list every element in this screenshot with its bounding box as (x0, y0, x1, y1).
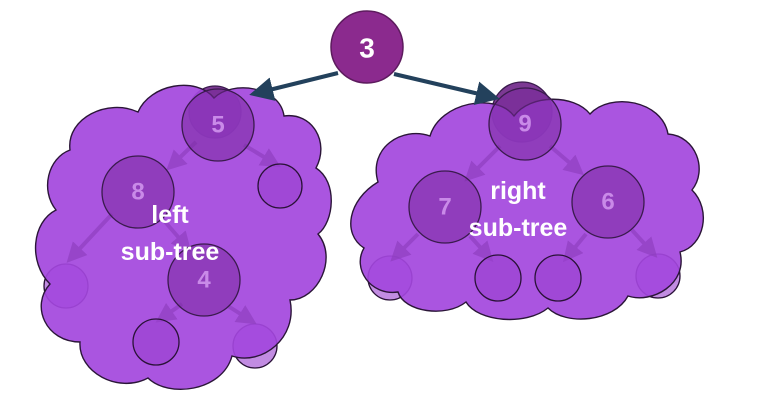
root-edge-left (249, 71, 339, 101)
right-edge-6-leafR (630, 228, 658, 258)
right-node-9 (488, 87, 562, 161)
right-edge-7-leafR (468, 234, 494, 262)
left-subtree-caption-line1: left (151, 201, 189, 229)
right-node-6 (571, 165, 645, 239)
right-edge-9-7 (464, 144, 502, 182)
root-node: 3 (330, 10, 404, 84)
left-edge-8-leaf (66, 212, 114, 263)
right-edge-7-leafL (390, 232, 420, 262)
right-node-9-label: 9 (518, 111, 531, 138)
root-node-circle (330, 10, 404, 84)
right-node-7 (408, 170, 482, 244)
left-leaf-4-left (132, 318, 180, 366)
left-node-4 (167, 243, 241, 317)
left-edge-8-4 (158, 214, 192, 253)
left-subtree-caption-line2: sub-tree (121, 238, 220, 266)
left-node-4-label: 4 (197, 267, 211, 294)
right-leaf-7-right (474, 254, 522, 302)
right-edge-9-6 (548, 144, 585, 176)
right-edge-6-leafL (562, 232, 588, 263)
left-node-5-label: 5 (211, 112, 224, 139)
left-node-8-label: 8 (131, 179, 144, 206)
right-node-7-label: 7 (438, 194, 451, 221)
right-subtree-structure: 9 7 6 (390, 87, 658, 302)
right-node-6-label: 6 (601, 189, 614, 216)
root-edge-right (393, 72, 500, 106)
left-leaf-5-right (257, 163, 303, 209)
root-node-label: 3 (359, 33, 375, 64)
right-subtree-caption-line2: sub-tree (469, 214, 568, 242)
left-node-8 (101, 155, 175, 229)
left-node-5 (181, 88, 255, 162)
right-subtree-caption-line1: right (490, 177, 546, 205)
right-leaf-6-left (534, 254, 582, 302)
left-edge-4-leafR (226, 304, 257, 325)
left-subtree-structure: 5 8 4 (66, 88, 303, 366)
left-edge-5-leaf (242, 143, 281, 168)
